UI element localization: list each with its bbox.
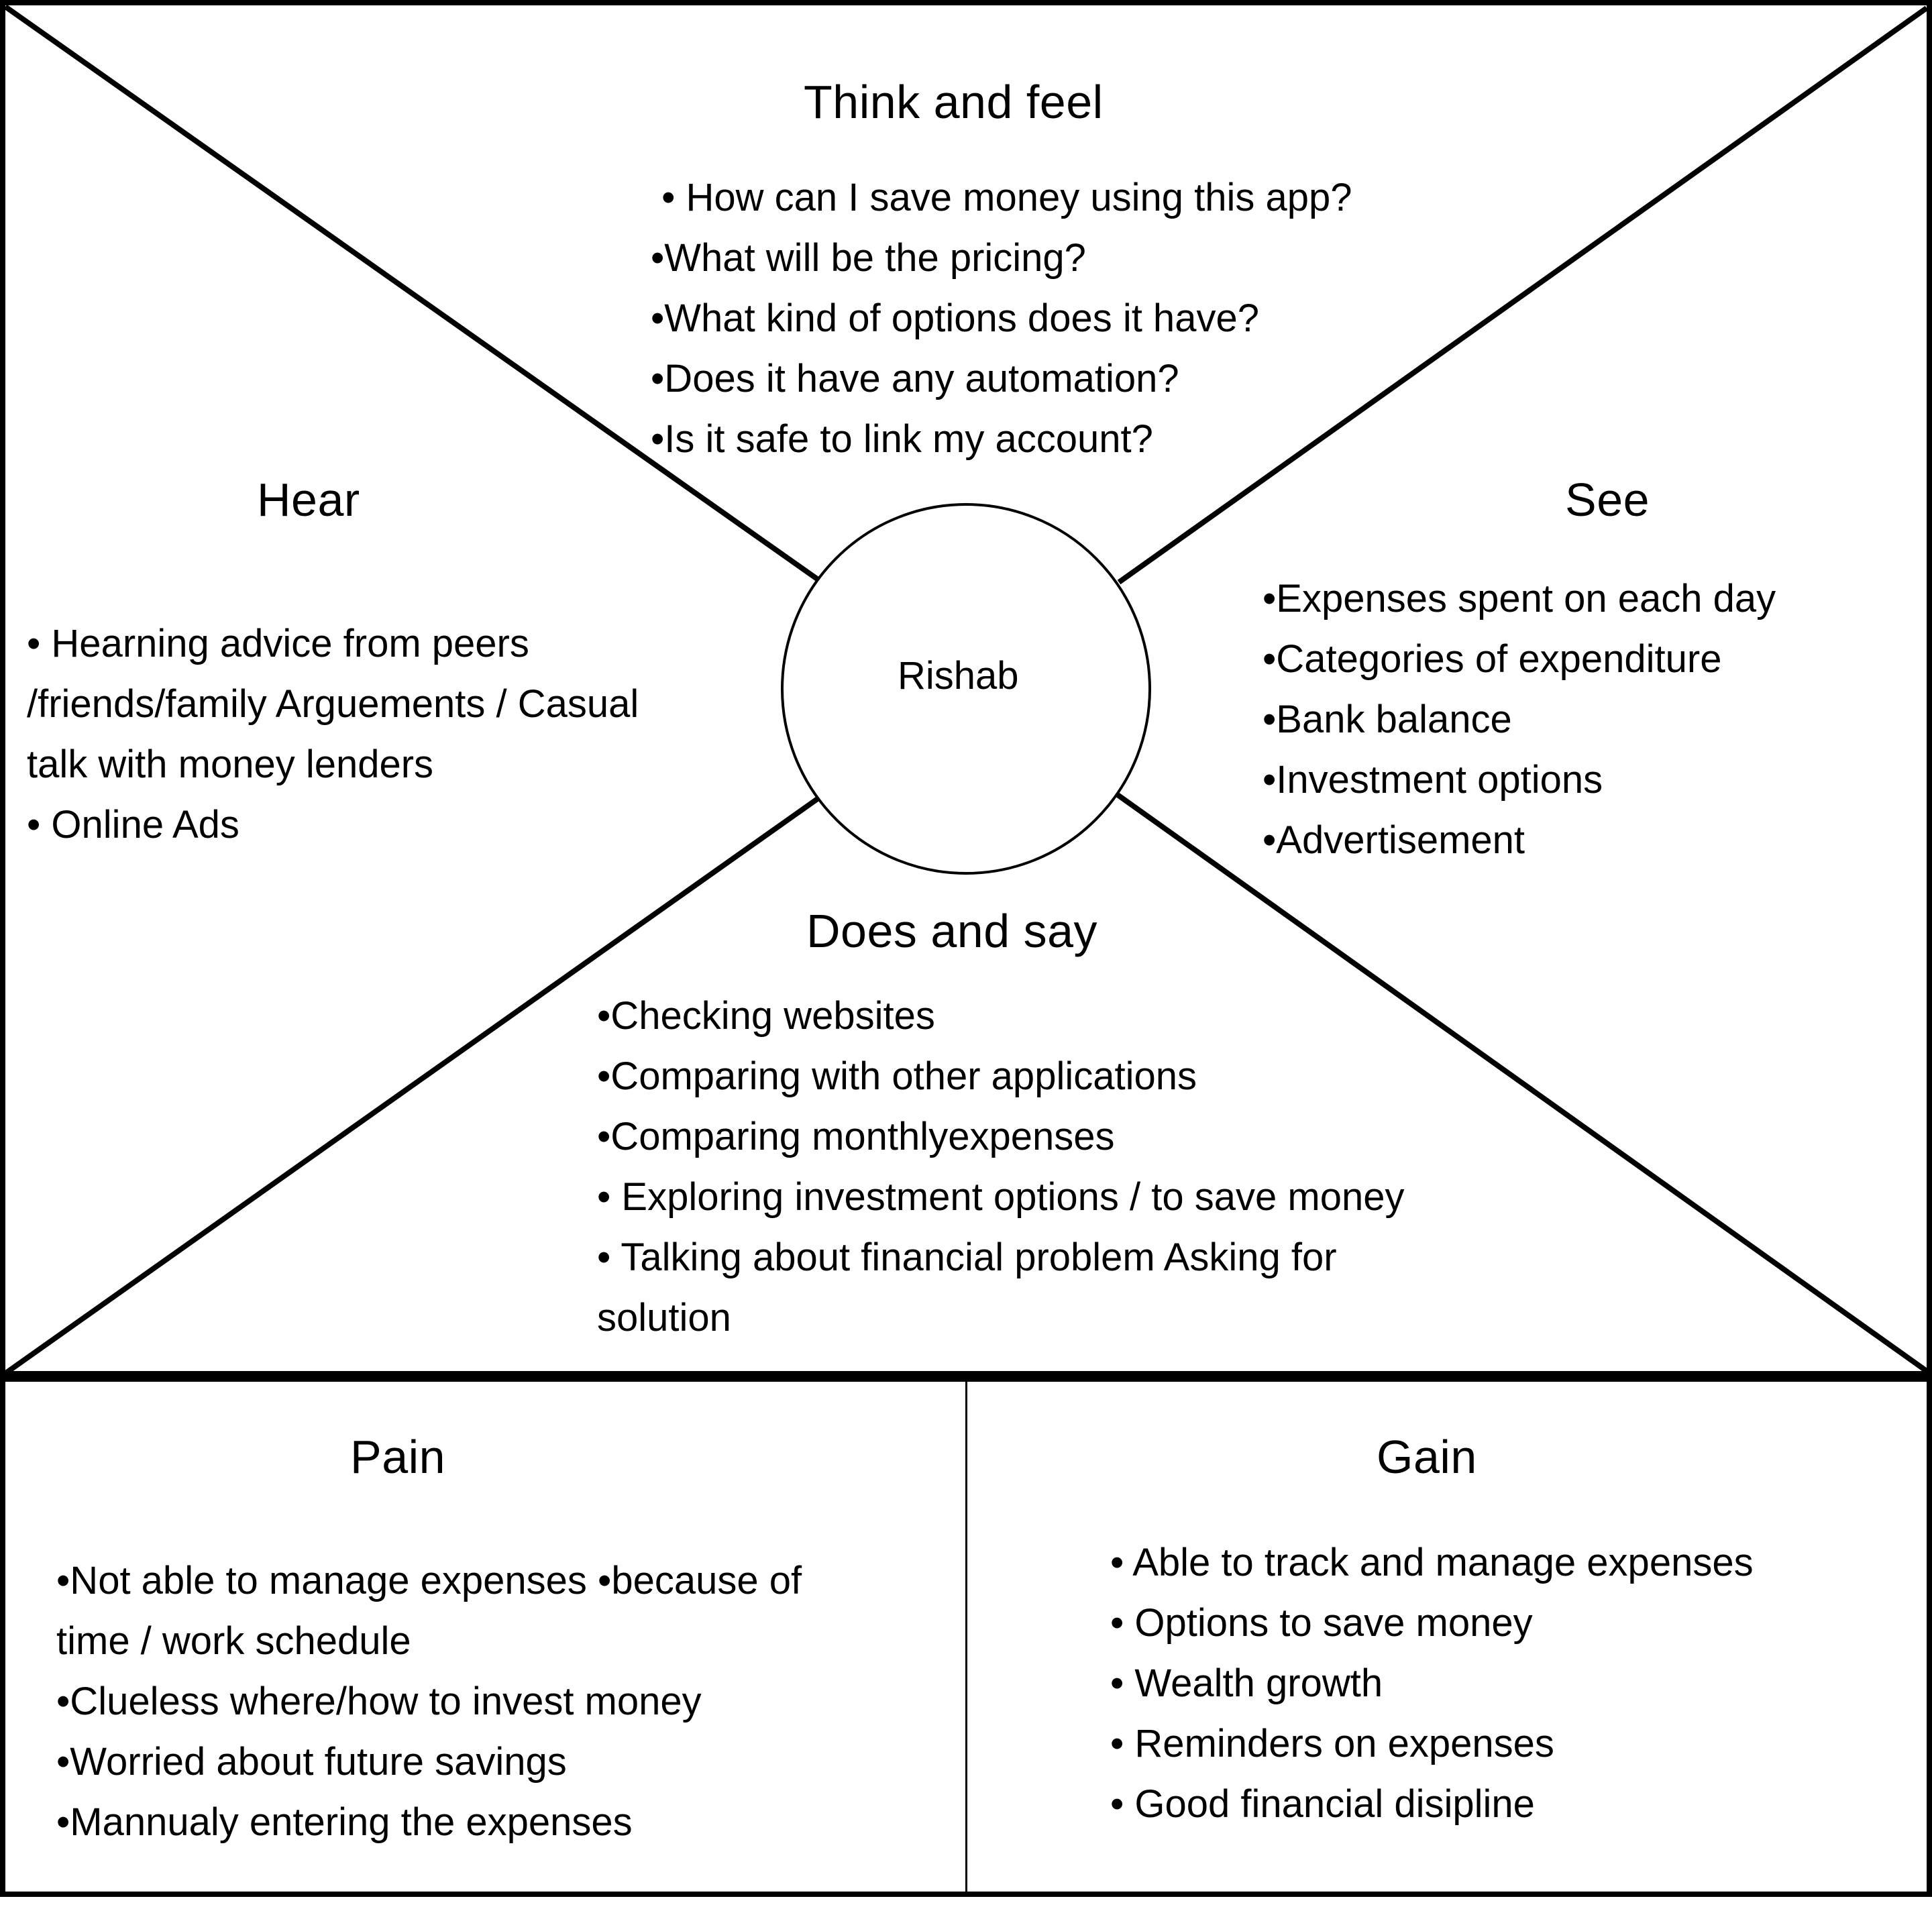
does-and-say-list: •Checking websites •Comparing with other… [597, 986, 1404, 1348]
list-item: •Mannualy entering the expenses [56, 1800, 633, 1844]
list-item: •What will be the pricing? [651, 236, 1086, 280]
see-title: See [1565, 474, 1650, 526]
gain-list: • Able to track and manage expenses • Op… [1110, 1533, 1754, 1835]
list-item: •Categories of expenditure [1263, 637, 1722, 681]
list-item: • Options to save money [1110, 1601, 1533, 1645]
list-item: • How can I save money using this app? [651, 176, 1352, 219]
list-item: • Wealth growth [1110, 1661, 1383, 1705]
pain-gain-divider [965, 1382, 967, 1894]
list-item: •Not able to manage expenses •because of [56, 1559, 802, 1602]
think-and-feel-list: • How can I save money using this app? •… [651, 168, 1352, 470]
list-item: •Investment options [1263, 758, 1603, 802]
list-item: • Exploring investment options / to save… [597, 1175, 1405, 1219]
list-item: • Online Ads [27, 803, 239, 846]
list-item: • Good financial disipline [1110, 1782, 1535, 1826]
list-item: •What kind of options does it have? [651, 296, 1259, 340]
hear-list: • Hearning advice from peers /friends/fa… [27, 614, 639, 855]
diagonal-bottom-left [5, 796, 820, 1375]
list-item: • Able to track and manage expenses [1110, 1541, 1754, 1584]
list-item: •Comparing with other applications [597, 1054, 1197, 1098]
hear-title: Hear [257, 474, 360, 526]
pain-list: •Not able to manage expenses •because of… [56, 1551, 802, 1853]
list-item: •Expenses spent on each day [1263, 577, 1776, 620]
list-item: •Comparing monthlyexpenses [597, 1115, 1115, 1158]
diagonal-top-left [3, 4, 819, 582]
list-item: •Does it have any automation? [651, 357, 1179, 400]
gain-title: Gain [1377, 1431, 1477, 1483]
see-list: •Expenses spent on each day •Categories … [1263, 569, 1776, 871]
persona-circle [781, 503, 1151, 875]
list-item: •Advertisement [1263, 818, 1525, 862]
list-item: /friends/family Arguements / Casual [27, 682, 639, 726]
list-item: •Clueless where/how to invest money [56, 1680, 702, 1723]
list-item: talk with money lenders [27, 743, 434, 786]
diagonal-bottom-right [1116, 792, 1929, 1374]
list-item: solution [597, 1296, 731, 1340]
section-divider [0, 1371, 1932, 1382]
list-item: • Talking about financial problem Asking… [597, 1236, 1337, 1279]
pain-title: Pain [350, 1431, 446, 1483]
think-and-feel-title: Think and feel [804, 76, 1104, 128]
list-item: • Hearning advice from peers [27, 622, 529, 665]
persona-name: Rishab [898, 654, 1019, 698]
does-and-say-title: Does and say [806, 905, 1098, 957]
list-item: •Is it safe to link my account? [651, 417, 1153, 461]
list-item: • Reminders on expenses [1110, 1722, 1554, 1765]
list-item: •Worried about future savings [56, 1740, 567, 1784]
list-item: time / work schedule [56, 1619, 411, 1663]
list-item: •Bank balance [1263, 698, 1512, 741]
list-item: •Checking websites [597, 994, 935, 1038]
diagonal-top-right [1117, 5, 1929, 585]
